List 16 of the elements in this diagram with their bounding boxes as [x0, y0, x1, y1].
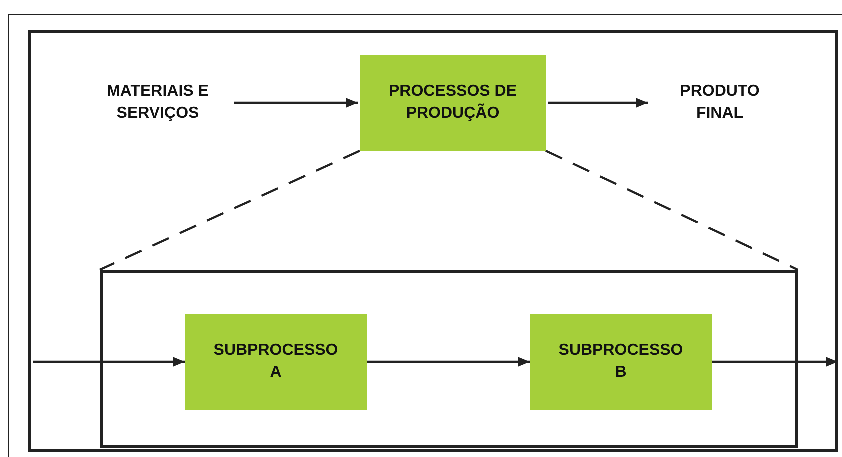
subprocess-box — [530, 314, 712, 410]
process-box — [360, 55, 546, 151]
arrow — [712, 357, 838, 367]
expanded-process-frame — [100, 270, 798, 448]
arrow — [548, 98, 648, 108]
connector-line — [100, 150, 360, 271]
arrow — [33, 357, 185, 367]
input-label: MATERIAIS E SERVIÇOS — [106, 82, 210, 124]
output-label: PRODUTO FINAL — [679, 82, 761, 124]
arrow — [234, 98, 358, 108]
arrow — [367, 357, 530, 367]
box-label: PROCESSOS DE PRODUÇÃO — [388, 82, 518, 124]
box-label: SUBPROCESSO B — [558, 341, 684, 383]
box-label: SUBPROCESSO A — [212, 341, 340, 383]
subprocess-box — [185, 314, 367, 410]
connector-line — [546, 150, 798, 271]
